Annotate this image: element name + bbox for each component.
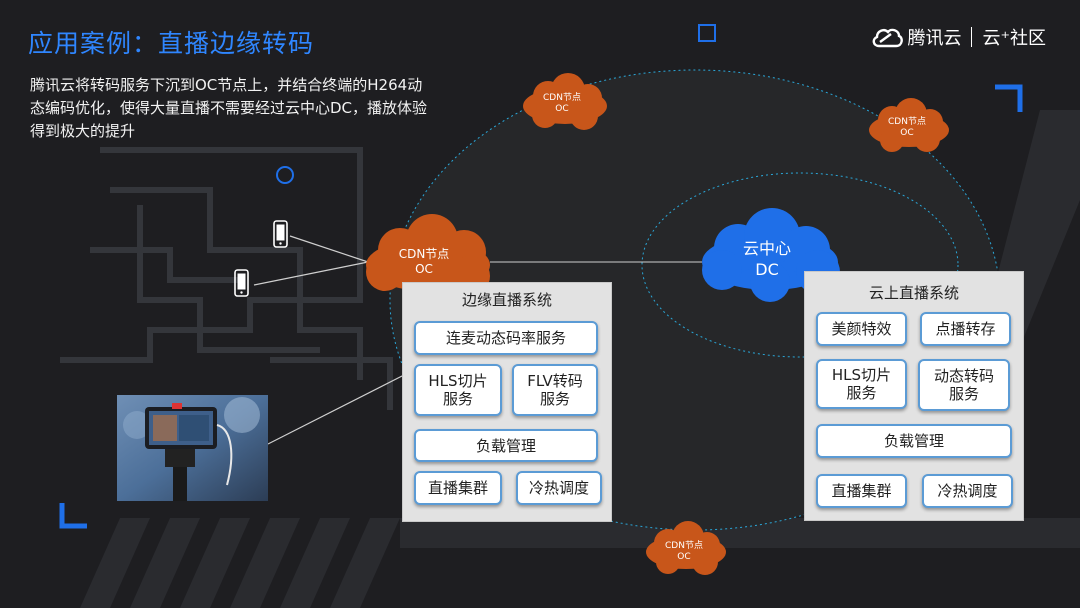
cdn-node-label-bottom: CDN节点 OC	[665, 541, 703, 564]
service-box: HLS切片 服务	[414, 364, 502, 416]
inner-network-ring	[641, 172, 959, 358]
circle-accent	[276, 166, 294, 184]
cdn-cloud-top-right	[869, 98, 949, 152]
cdn-node-name: CDN节点	[543, 92, 581, 103]
cdn-node-label-top-right: CDN节点 OC	[888, 117, 926, 140]
service-box: HLS切片 服务	[816, 359, 907, 409]
cdn-node-type: OC	[677, 552, 691, 562]
camera-link	[267, 374, 405, 445]
logo-separator	[971, 27, 973, 47]
smartphone-icon	[234, 269, 249, 297]
cdn-node-type: OC	[555, 104, 569, 114]
dc-node-name: 云中心	[742, 239, 792, 259]
edge-system-title: 边缘直播系统	[461, 291, 552, 309]
square-accent	[698, 24, 716, 42]
cdn-cloud-top-center	[523, 73, 607, 130]
slide-description: 腾讯云将转码服务下沉到OC节点上，并结合终端的H264动态编码优化，使得大量直播…	[30, 76, 428, 140]
dc-node-label: 云中心 DC	[743, 239, 791, 281]
service-box: 直播集群	[414, 471, 502, 505]
service-box: 负载管理	[414, 429, 598, 462]
cdn-node-label-main: CDN节点 OC	[399, 247, 450, 277]
logo-community: 云⁺社区	[982, 28, 1046, 49]
camera-photo	[117, 395, 268, 501]
smartphone-icon	[273, 220, 288, 248]
dc-cloud	[702, 208, 840, 302]
service-box: 连麦动态码率服务	[414, 321, 598, 355]
cdn-node-name: CDN节点	[665, 540, 703, 551]
service-box: FLV转码 服务	[512, 364, 598, 416]
service-box: 负载管理	[816, 424, 1012, 458]
stripe-band	[80, 518, 400, 608]
service-box: 直播集群	[816, 474, 907, 508]
service-box: 冷热调度	[516, 471, 602, 505]
phone-link-2	[253, 261, 369, 286]
cdn-node-name: CDN节点	[888, 116, 926, 127]
service-box: 美颜特效	[816, 312, 907, 346]
service-box: 动态转码 服务	[918, 359, 1010, 411]
cdn-node-type: OC	[415, 262, 433, 276]
cdn-node-type: OC	[900, 128, 914, 138]
service-box: 点播转存	[920, 312, 1011, 346]
slide-title: 应用案例：直播边缘转码	[28, 29, 315, 58]
tencent-cloud-logo: 腾讯云 云⁺社区	[871, 24, 1046, 50]
cdn-node-label-top-center: CDN节点 OC	[543, 93, 581, 116]
tencent-cloud-logo-icon	[873, 28, 904, 48]
service-box: 冷热调度	[922, 474, 1013, 508]
cloud-system-title: 云上直播系统	[868, 284, 959, 302]
cdn-node-name: CDN节点	[398, 247, 450, 261]
cdn-cloud-bottom	[646, 521, 726, 575]
dc-node-type: DC	[755, 260, 779, 279]
corner-accent-bottom-left	[59, 503, 87, 529]
corner-accent-top-right	[995, 84, 1023, 112]
logo-brand: 腾讯云	[907, 28, 962, 49]
circuit-lines	[60, 147, 393, 410]
phone-link-1	[289, 235, 369, 263]
